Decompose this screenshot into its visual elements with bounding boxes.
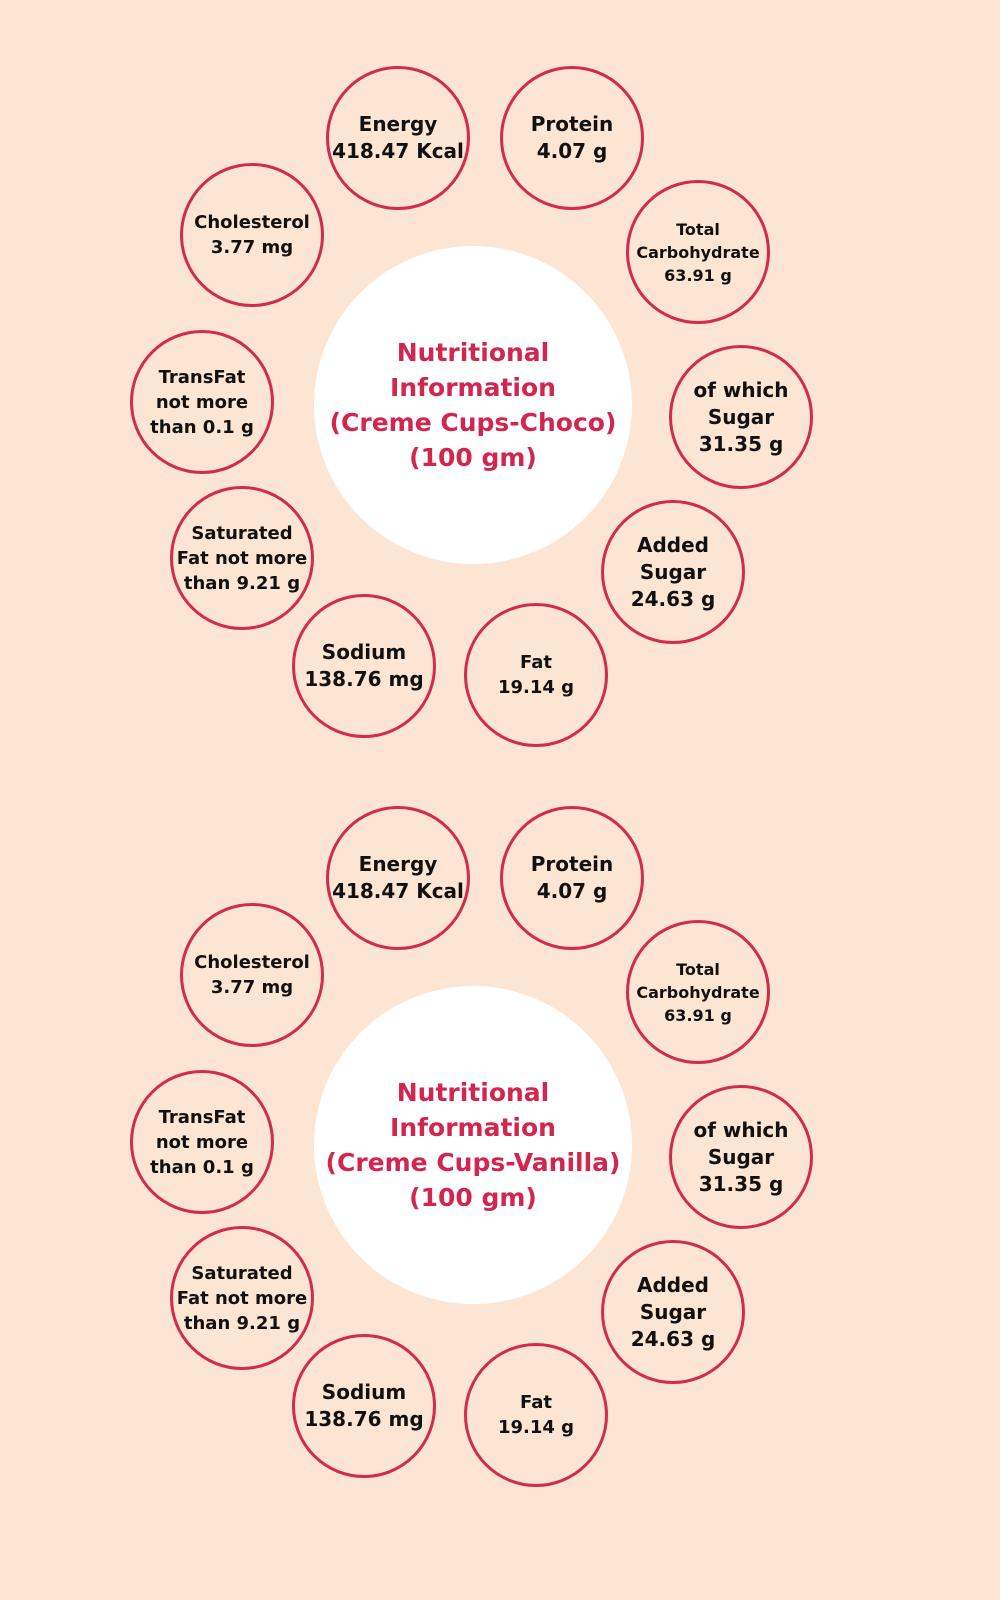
nutrient-value: than 0.1 g [150, 416, 254, 438]
nutrient-energy: Energy 418.47 Kcal [326, 806, 470, 950]
nutrient-label: Saturated [191, 1262, 293, 1284]
nutrient-energy: Energy 418.47 Kcal [326, 66, 470, 210]
nutrient-value: than 9.21 g [183, 1312, 301, 1334]
nutrient-label: Fat [520, 1392, 552, 1413]
title-line: (Creme Cups-Choco) [329, 408, 617, 437]
nutrient-label: Protein [530, 112, 614, 136]
nutrient-value: 19.14 g [497, 677, 575, 698]
nutrient-label: Sugar [639, 559, 707, 584]
nutrient-label: not more [155, 391, 249, 413]
nutrient-label: Carbohydrate [636, 982, 760, 1002]
nutrient-added-sugar: Added Sugar 24.63 g [601, 1240, 745, 1384]
nutrient-label: Carbohydrate [636, 242, 760, 262]
nutrient-label: Total [676, 219, 720, 239]
nutrient-label: of which [693, 1117, 789, 1142]
nutrient-label: not more [155, 1131, 249, 1153]
nutrient-added-sugar: Added Sugar 24.63 g [601, 500, 745, 644]
nutrient-value: 418.47 Kcal [332, 139, 464, 163]
nutrient-label: Sodium [321, 640, 407, 664]
nutrient-label: Energy [358, 852, 438, 876]
nutrient-transfat: TransFat not more than 0.1 g [130, 1070, 274, 1214]
nutrient-label: Sugar [707, 1144, 775, 1169]
nutrient-label: Fat not more [176, 1287, 308, 1309]
title-line: Information [390, 373, 556, 402]
nutrient-value: 24.63 g [630, 1326, 716, 1351]
nutrient-cholesterol: Cholesterol 3.77 mg [180, 903, 324, 1047]
nutrient-value: 24.63 g [630, 586, 716, 611]
nutrient-transfat: TransFat not more than 0.1 g [130, 330, 274, 474]
nutrient-value: 4.07 g [536, 879, 608, 903]
nutrient-label: Cholesterol [194, 952, 310, 973]
nutrient-total-carbohydrate: Total Carbohydrate 63.91 g [626, 920, 770, 1064]
nutrient-label: Added [637, 1272, 709, 1297]
nutrient-of-which-sugar: of which Sugar 31.35 g [669, 345, 813, 489]
nutrient-label: Sodium [321, 1380, 407, 1404]
nutrient-value: 63.91 g [664, 265, 732, 285]
nutrient-value: 63.91 g [664, 1005, 732, 1025]
nutrient-protein: Protein 4.07 g [500, 66, 644, 210]
nutrient-of-which-sugar: of which Sugar 31.35 g [669, 1085, 813, 1229]
title-line: Nutritional [396, 1078, 550, 1107]
nutrient-label: Protein [530, 852, 614, 876]
title-line: (100 gm) [409, 1183, 537, 1212]
title-line: Information [390, 1113, 556, 1142]
nutrient-label: Sugar [707, 404, 775, 429]
nutrient-label: Fat not more [176, 547, 308, 569]
nutrient-sodium: Sodium 138.76 mg [292, 594, 436, 738]
nutrient-value: than 9.21 g [183, 572, 301, 594]
title-line: Nutritional [396, 338, 550, 367]
nutrient-value: 138.76 mg [304, 667, 424, 691]
nutrient-fat: Fat 19.14 g [464, 603, 608, 747]
title-line: (100 gm) [409, 443, 537, 472]
nutrient-total-carbohydrate: Total Carbohydrate 63.91 g [626, 180, 770, 324]
nutrient-cholesterol: Cholesterol 3.77 mg [180, 163, 324, 307]
center-title: Nutritional Information (Creme Cups-Choc… [314, 246, 632, 564]
nutrient-value: 418.47 Kcal [332, 879, 464, 903]
nutrient-value: 3.77 mg [210, 977, 294, 998]
nutrient-protein: Protein 4.07 g [500, 806, 644, 950]
nutrient-value: than 0.1 g [150, 1156, 254, 1178]
nutrient-label: TransFat [158, 1106, 246, 1128]
nutrient-sodium: Sodium 138.76 mg [292, 1334, 436, 1478]
nutrient-value: 138.76 mg [304, 1407, 424, 1431]
nutrient-label: TransFat [158, 366, 246, 388]
nutrient-label: Sugar [639, 1299, 707, 1324]
nutrient-label: Saturated [191, 522, 293, 544]
nutrient-label: Fat [520, 652, 552, 673]
title-line: (Creme Cups-Vanilla) [325, 1148, 621, 1177]
nutrient-label: Total [676, 959, 720, 979]
nutrient-label: of which [693, 377, 789, 402]
nutrient-value: 19.14 g [497, 1417, 575, 1438]
nutrient-saturated-fat: Saturated Fat not more than 9.21 g [170, 486, 314, 630]
nutrient-value: 4.07 g [536, 139, 608, 163]
nutrient-saturated-fat: Saturated Fat not more than 9.21 g [170, 1226, 314, 1370]
center-title: Nutritional Information (Creme Cups-Vani… [314, 986, 632, 1304]
nutrient-label: Added [637, 532, 709, 557]
nutrition-panel-vanilla: Nutritional Information (Creme Cups-Vani… [0, 740, 1000, 1487]
nutrition-panel-choco: Nutritional Information (Creme Cups-Choc… [0, 0, 1000, 747]
nutrient-value: 31.35 g [698, 1171, 784, 1196]
nutrient-label: Cholesterol [194, 212, 310, 233]
nutrient-label: Energy [358, 112, 438, 136]
nutrient-fat: Fat 19.14 g [464, 1343, 608, 1487]
nutrient-value: 3.77 mg [210, 237, 294, 258]
nutrient-value: 31.35 g [698, 431, 784, 456]
